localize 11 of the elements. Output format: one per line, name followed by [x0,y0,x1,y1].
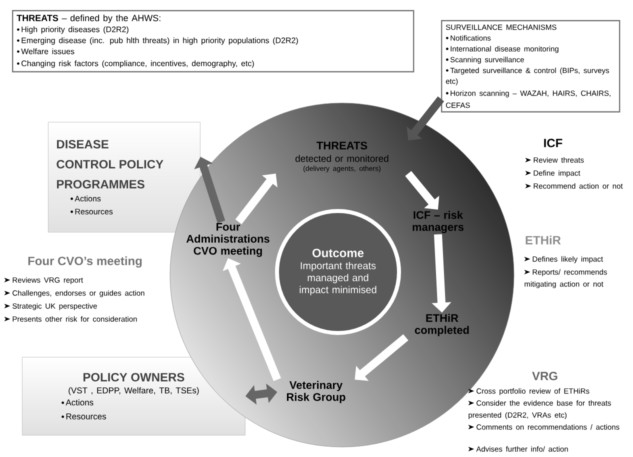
block-arrow [235,174,278,224]
threat-list-box: THREATS – defined by the AHWS: High priority diseases (D2R2) Emerging disease (inc. pub hlth threats) in high priority populations (D2R2) Welfare issues Changing risk factors (compliance, incentives, demography, etc) [12,10,414,72]
list-heading: VRG [532,372,558,380]
list-heading: ICF [544,138,562,148]
stage-label: ETHiR completed [414,314,469,336]
list-heading: ETHiR [526,236,561,244]
block-arrow [354,334,408,381]
stage-label: Veterinary Risk Group [286,380,346,404]
stage-label: ICF – risk managers [412,210,464,234]
policy-box: DISEASE CONTROL POLICY PROGRAMMES Actions Resources [48,122,200,232]
list-heading: Four CVO’s meeting [28,256,142,268]
